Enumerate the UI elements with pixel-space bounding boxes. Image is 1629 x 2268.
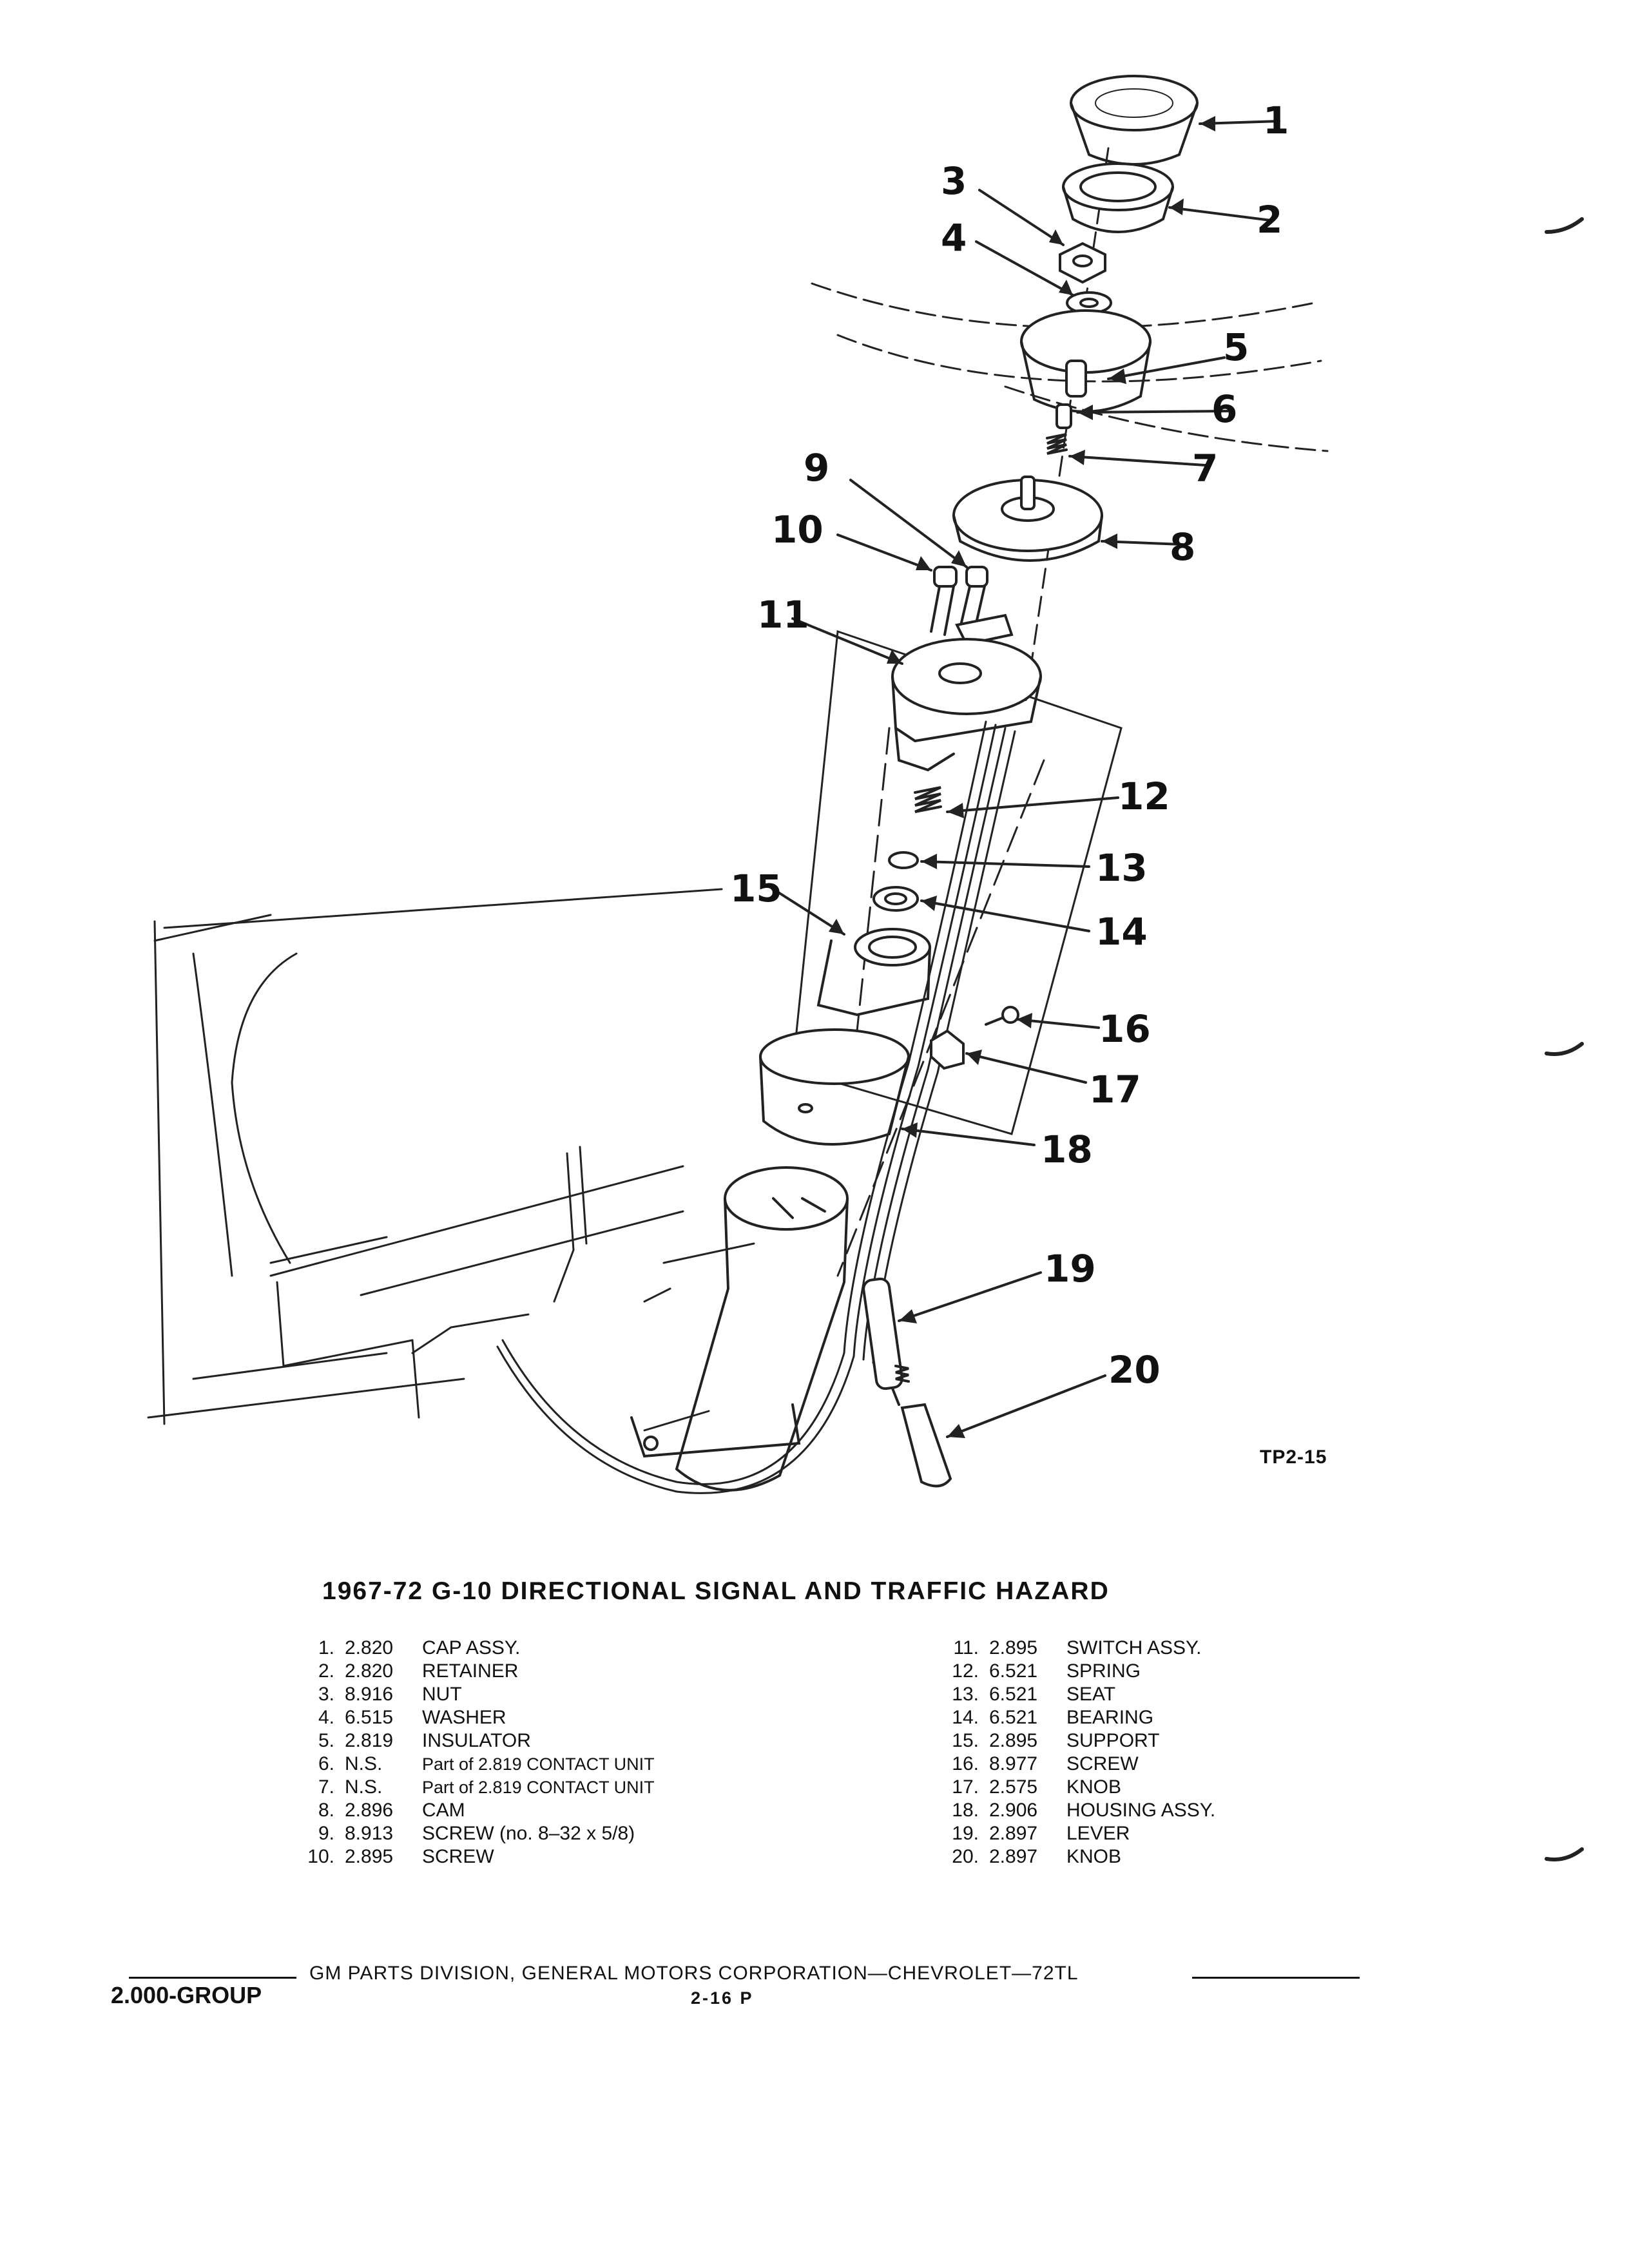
nut-part (1059, 242, 1106, 284)
dashboard-outline (147, 888, 755, 1432)
callout-9: 9 (804, 446, 830, 490)
callout-6: 6 (1211, 387, 1238, 431)
callout-14: 14 (1095, 910, 1148, 954)
callout-10: 10 (771, 508, 824, 552)
footer-rule-left (129, 1977, 296, 1979)
contact-spring-part (1046, 433, 1068, 455)
footer-rule-right (1192, 1977, 1360, 1979)
group-label: 2.000-GROUP (111, 1982, 262, 2008)
callout-11: 11 (757, 593, 809, 637)
housing-assy-part (759, 1028, 910, 1146)
wire-harness (496, 720, 1016, 1494)
screw-16-part (985, 1006, 1019, 1026)
margin-marks (1545, 217, 1584, 1861)
column-bracket (630, 1403, 801, 1458)
screw-10-part (930, 566, 958, 636)
list-item: 7.N.S.Part of 2.819 CONTACT UNIT (318, 1776, 655, 1798)
lever-part (862, 1277, 910, 1406)
support-part (816, 928, 931, 1017)
callout-13: 13 (1095, 846, 1148, 890)
callout-15: 15 (730, 867, 782, 910)
page-number: 2-16 P (691, 1988, 754, 2008)
column-lower (675, 1166, 849, 1492)
seat-part (888, 851, 919, 869)
footer-publisher: GM PARTS DIVISION, GENERAL MOTORS CORPOR… (309, 1963, 1079, 1984)
callout-12: 12 (1118, 774, 1170, 818)
knob-17-part (930, 1029, 965, 1070)
callout-5: 5 (1223, 325, 1249, 369)
callout-8: 8 (1170, 525, 1196, 569)
dash-arcs (811, 282, 1329, 452)
callout-19: 19 (1044, 1247, 1096, 1291)
retainer-part (1062, 162, 1174, 233)
callout-1: 1 (1263, 99, 1289, 142)
callout-17: 17 (1089, 1068, 1141, 1111)
figure-id: TP2-15 (1260, 1446, 1327, 1468)
callout-18: 18 (1041, 1128, 1093, 1171)
contact-part (1055, 403, 1072, 429)
callout-7: 7 (1192, 447, 1219, 490)
callout-16: 16 (1099, 1007, 1151, 1051)
callout-2: 2 (1257, 198, 1283, 242)
switch-assy-part (891, 638, 1042, 772)
spring-part (914, 786, 942, 813)
callout-3: 3 (941, 159, 967, 203)
figure-title: 1967-72 G-10 DIRECTIONAL SIGNAL AND TRAF… (322, 1577, 1110, 1605)
leader-arrowheads (829, 116, 1215, 1438)
cam-part (952, 476, 1103, 562)
insulator-part (1020, 309, 1152, 413)
bearing-part (872, 886, 919, 912)
cap-assy-part (1070, 75, 1199, 166)
list-item: 6.N.S.Part of 2.819 CONTACT UNIT (318, 1753, 655, 1774)
leader-lines (772, 120, 1280, 1438)
callout-4: 4 (941, 216, 967, 260)
callout-20: 20 (1108, 1348, 1161, 1392)
knob-20-part (900, 1403, 952, 1488)
